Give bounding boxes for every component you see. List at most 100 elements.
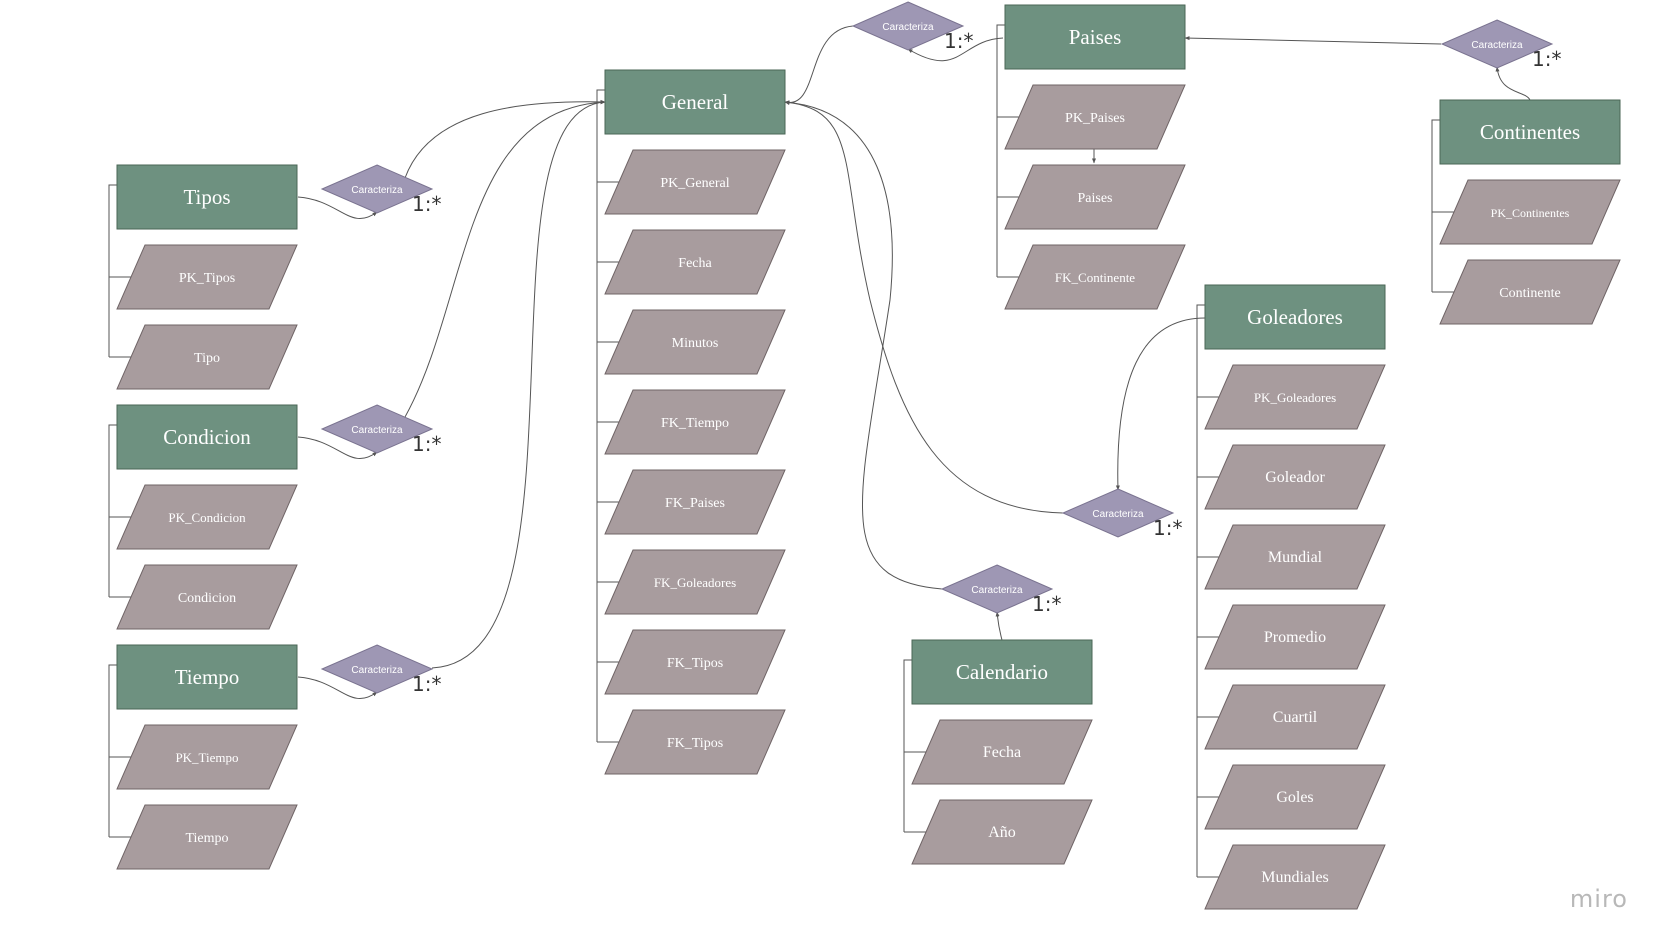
relationship-diamond[interactable] [940, 564, 1054, 614]
attribute-shape[interactable] [1204, 684, 1386, 750]
relationship-label: Caracteriza [971, 585, 1023, 596]
attribute-label: FK_Tipos [667, 736, 723, 751]
attribute-label: Continente [1499, 286, 1560, 301]
attribute-shape[interactable] [1004, 84, 1186, 150]
curve-goleadores-a [784, 100, 1064, 514]
attribute-shape[interactable] [116, 564, 298, 630]
entity-goleadores[interactable]: GoleadoresPK_GoleadoresGoleadorMundialPr… [1196, 284, 1386, 910]
curve-calendario-b [995, 611, 1003, 641]
attribute-label: Goles [1276, 789, 1313, 806]
entity-box[interactable] [116, 404, 298, 470]
attribute-shape[interactable] [116, 724, 298, 790]
relationship-label: Caracteriza [1092, 509, 1144, 520]
attribute-spine [596, 89, 607, 742]
attribute-shape[interactable] [116, 244, 298, 310]
entity-box[interactable] [604, 69, 786, 135]
attribute-label: Tiempo [185, 831, 228, 846]
attribute-label: PK_Tipos [179, 271, 235, 286]
entity-title: Paises [1069, 25, 1122, 49]
attribute-shape[interactable] [1004, 164, 1186, 230]
attribute-spine [996, 24, 1007, 277]
attribute-shape[interactable] [116, 484, 298, 550]
attribute-label: Minutos [672, 336, 719, 351]
attribute-label: Paises [1078, 191, 1113, 206]
attribute-label: Fecha [678, 256, 712, 271]
attribute-label: PK_General [660, 176, 729, 191]
relationship-diamond[interactable] [320, 644, 434, 694]
attribute-shape[interactable] [911, 719, 1093, 785]
attribute-shape[interactable] [604, 149, 786, 215]
relationship-calendario[interactable]: Caracteriza 1:* [940, 564, 1061, 616]
attribute-shape[interactable] [604, 549, 786, 615]
attribute-shape[interactable] [604, 709, 786, 775]
attribute-shape[interactable] [116, 324, 298, 390]
attribute-spine [1196, 304, 1207, 877]
attribute-label: Promedio [1264, 629, 1326, 646]
cardinality-label: 1:* [412, 192, 441, 216]
attribute-shape[interactable] [604, 229, 786, 295]
curve-paises-b [907, 37, 1004, 62]
attribute-shape[interactable] [604, 309, 786, 375]
attribute-shape[interactable] [1204, 524, 1386, 590]
attribute-label: Tipo [194, 351, 220, 366]
attribute-label: Mundial [1268, 549, 1323, 566]
attribute-label: Mundiales [1261, 869, 1329, 886]
attribute-label: PK_Tiempo [175, 750, 238, 765]
curve-tiempo-a [297, 676, 378, 699]
entity-box[interactable] [116, 164, 298, 230]
relationship-diamond[interactable] [851, 1, 965, 51]
attribute-shape[interactable] [1204, 364, 1386, 430]
attribute-label: FK_Tiempo [661, 416, 729, 431]
attribute-label: PK_Continentes [1491, 206, 1570, 220]
attribute-shape[interactable] [1204, 844, 1386, 910]
attribute-shape[interactable] [1439, 259, 1621, 325]
shape-layer: GeneralPK_GeneralFechaMinutosFK_TiempoFK… [108, 1, 1621, 910]
attribute-label: PK_Goleadores [1254, 390, 1336, 405]
relationship-diamond[interactable] [1440, 19, 1554, 69]
entity-box[interactable] [1004, 4, 1186, 70]
entity-box[interactable] [911, 639, 1093, 705]
relationship-diamond[interactable] [320, 404, 434, 454]
connector-layer [297, 25, 1531, 699]
relationship-diamond[interactable] [1061, 488, 1175, 538]
entity-title: Tipos [183, 185, 230, 209]
entity-box[interactable] [1204, 284, 1386, 350]
attribute-spine [108, 184, 119, 357]
relationship-label: Caracteriza [351, 425, 403, 436]
attribute-shape[interactable] [911, 799, 1093, 865]
attribute-label: FK_Paises [665, 496, 725, 511]
entity-general[interactable]: GeneralPK_GeneralFechaMinutosFK_TiempoFK… [596, 69, 786, 775]
attribute-shape[interactable] [604, 469, 786, 535]
curve-condicion-b [404, 100, 606, 418]
attribute-shape[interactable] [604, 389, 786, 455]
entity-box[interactable] [116, 644, 298, 710]
attribute-shape[interactable] [1004, 244, 1186, 310]
relationship-diamond[interactable] [320, 164, 434, 214]
entity-box[interactable] [1439, 99, 1621, 165]
attribute-shape[interactable] [1204, 604, 1386, 670]
attribute-label: PK_Paises [1065, 111, 1125, 126]
cardinality-label: 1:* [1032, 592, 1061, 616]
attribute-shape[interactable] [1204, 444, 1386, 510]
attribute-shape[interactable] [116, 804, 298, 870]
attribute-label: Fecha [983, 744, 1021, 761]
curve-tipos-a [297, 196, 378, 219]
attribute-label: Año [988, 824, 1016, 841]
attribute-shape[interactable] [1439, 179, 1621, 245]
attribute-shape[interactable] [604, 629, 786, 695]
cardinality-label: 1:* [944, 29, 973, 53]
entity-title: Calendario [956, 660, 1048, 684]
attribute-shape[interactable] [1204, 764, 1386, 830]
